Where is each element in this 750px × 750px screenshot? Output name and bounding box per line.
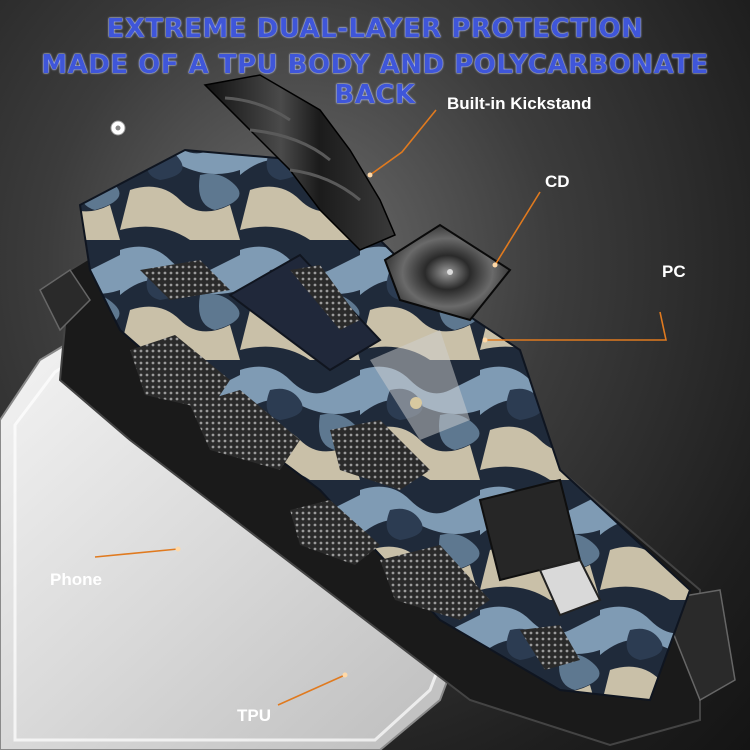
- tpu-leader: [277, 674, 346, 706]
- headline-line-1: EXTREME DUAL-LAYER PROTECTION: [106, 14, 644, 44]
- kickstand: [203, 74, 396, 251]
- callout-tpu-label: TPU: [237, 706, 271, 725]
- callout-cd-label: CD: [545, 172, 570, 191]
- callout-kickstand-label: Built-in Kickstand: [447, 94, 592, 113]
- headline-line-2: MADE OF A TPU BODY AND POLYCARBONATE BAC…: [41, 50, 709, 110]
- grip-texture: [130, 260, 580, 670]
- callout-phone-label: Phone: [50, 570, 102, 589]
- pc-leader: [485, 311, 667, 341]
- cd-plate: [383, 223, 512, 322]
- cd-leader: [494, 191, 541, 266]
- callout-leaders: [94, 109, 667, 706]
- phone-leader: [94, 548, 179, 558]
- screw-detail: [110, 120, 126, 136]
- kickstand-leader: [369, 109, 437, 176]
- callout-pc-label: PC: [662, 262, 686, 281]
